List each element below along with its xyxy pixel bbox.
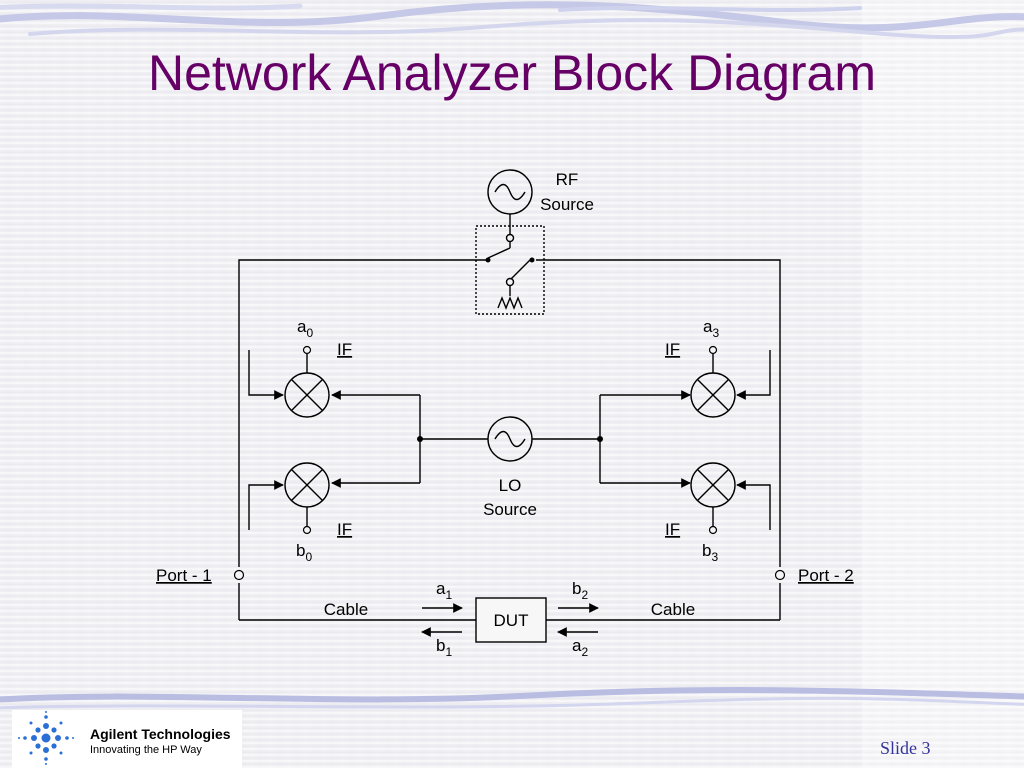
wave-label-a2: a2 [572, 636, 588, 659]
port1-connector [233, 569, 245, 581]
lo-source-label-2: Source [483, 500, 537, 519]
lo-source-label-1: LO [499, 476, 522, 495]
if-label-a0: IF [337, 340, 352, 359]
wave-label-a1: a1 [436, 579, 452, 602]
outer-signal-path-right [536, 259, 781, 567]
cable-label-right: Cable [651, 600, 695, 619]
if-label-b0: IF [337, 520, 352, 539]
port1-label: Port - 1 [156, 566, 212, 585]
port2-label: Port - 2 [798, 566, 854, 585]
wave-label-b1: b1 [436, 636, 452, 659]
slide-number: Slide 3 [880, 738, 931, 758]
slide-title: Network Analyzer Block Diagram [147, 45, 877, 101]
receiver-a3-label: a3 [703, 317, 719, 340]
if-label-b3: IF [665, 520, 680, 539]
rf-switch-box [475, 225, 545, 315]
port2-connector [774, 569, 786, 581]
brand-name: Agilent Technologies [90, 726, 231, 742]
dut-label: DUT [494, 611, 529, 630]
receiver-b3-label: b3 [702, 541, 718, 564]
cable-label-left: Cable [324, 600, 368, 619]
receiver-a0-label: a0 [297, 317, 313, 340]
rf-source-label-1: RF [556, 170, 579, 189]
receiver-b0-label: b0 [296, 541, 312, 564]
rf-source-label-2: Source [540, 195, 594, 214]
brand-tagline: Innovating the HP Way [90, 744, 202, 756]
outer-signal-path [238, 259, 488, 567]
agilent-spark-icon [18, 711, 74, 765]
dut-box [475, 597, 547, 643]
wave-label-b2: b2 [572, 579, 588, 602]
footer-logo: Agilent Technologies Innovating the HP W… [12, 710, 242, 768]
right-texture-strip [862, 0, 1024, 768]
if-label-a3: IF [665, 340, 680, 359]
